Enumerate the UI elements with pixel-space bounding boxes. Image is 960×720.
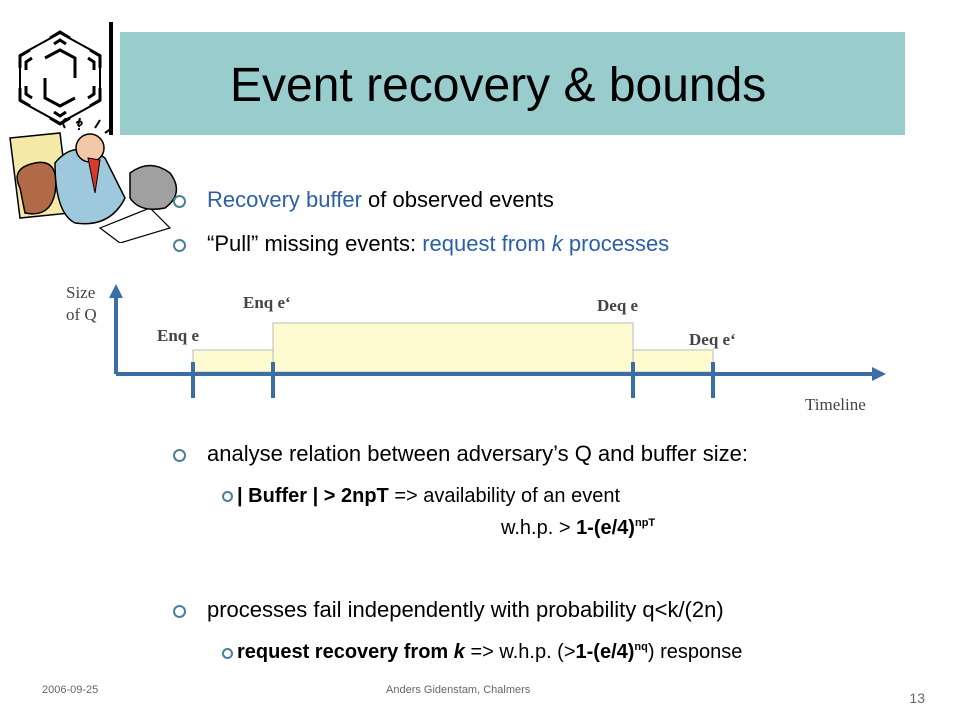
chalmers-logo-icon [18, 30, 102, 126]
page-number: 13 [909, 690, 925, 706]
bullet-pull-events: “Pull” missing events: request from k pr… [207, 231, 670, 256]
footer-author: Anders Gidenstam, Chalmers [386, 684, 531, 696]
queue-block-deq-e [632, 349, 714, 373]
size-label: Size [66, 283, 95, 302]
queue-block-enq-e2 [272, 322, 634, 373]
footer-date: 2006-09-25 [42, 684, 99, 696]
bullet-marker [173, 195, 186, 208]
queue-timeline-diagram: Size of Q Enq e Enq e‘ Deq e Deq e‘ Time… [66, 283, 886, 414]
label-deq-e: Deq e [597, 296, 639, 315]
title-bar [120, 32, 905, 135]
sub-bullet-marker [222, 491, 233, 502]
sub-bullet-buffer-size: | Buffer | > 2npT => availability of an … [237, 485, 621, 507]
timeline-arrowhead [872, 367, 886, 381]
sub-bullet-request-recovery: request recovery from k => w.h.p. (>1-(e… [237, 641, 743, 663]
slide-title: Event recovery & bounds [230, 59, 767, 112]
sub-bullet-buffer-probability: w.h.p. > 1-(e/4)npT [501, 517, 656, 539]
size-label-line2: of Q [66, 305, 97, 324]
bullet-analyse-relation: analyse relation between adversary’s Q a… [207, 441, 748, 466]
confused-person-clipart-icon: ? [9, 118, 178, 243]
timeline-label: Timeline [805, 395, 866, 414]
queue-block-enq-e [192, 349, 274, 373]
bullet-processes-fail: processes fail independently with probab… [207, 597, 724, 622]
label-deq-e2: Deq e‘ [689, 330, 736, 349]
size-arrowhead [109, 284, 123, 298]
bullet-marker [173, 239, 186, 252]
title-divider [109, 22, 113, 135]
sub-bullet-marker [222, 648, 233, 659]
bullet-marker [173, 605, 186, 618]
label-enq-e: Enq e [157, 326, 199, 345]
svg-text:?: ? [75, 118, 84, 133]
bullet-marker [173, 449, 186, 462]
bullet-recovery-buffer: Recovery buffer of observed events [207, 187, 554, 212]
label-enq-e2: Enq e‘ [243, 293, 291, 312]
